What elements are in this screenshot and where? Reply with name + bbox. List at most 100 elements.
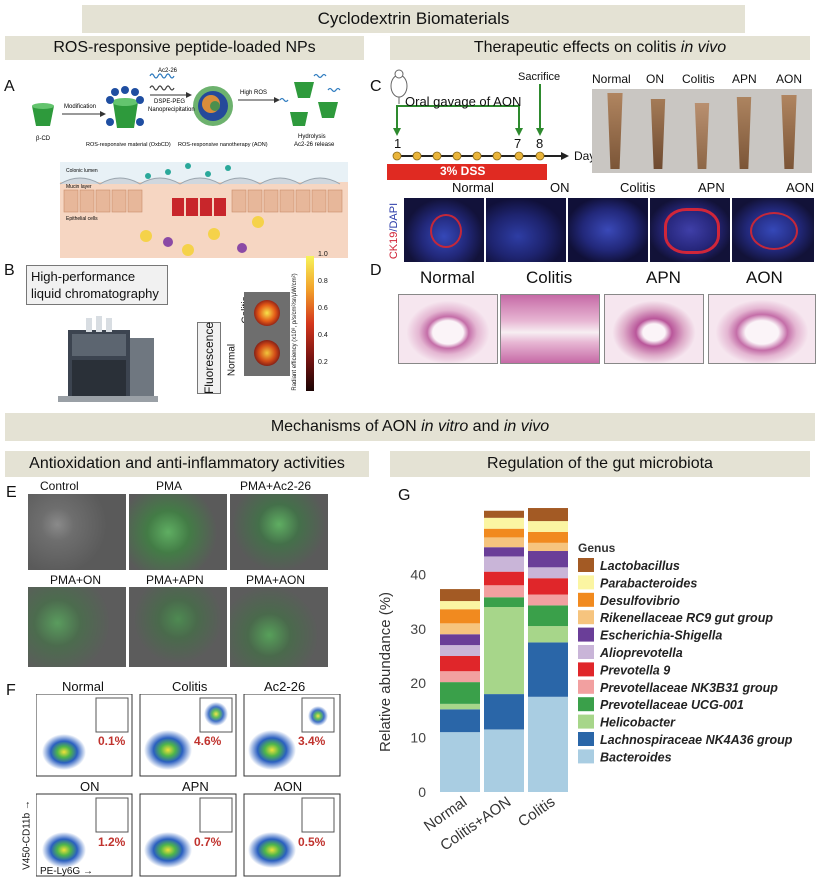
bar-segment-2-3 (528, 605, 568, 627)
histology-image-aon (708, 294, 816, 364)
day-axis-label: Day (574, 149, 596, 163)
cell-image-pma-apn (129, 587, 227, 667)
label-mucin-layer: Mucin layer (66, 184, 92, 190)
bar-segment-2-1 (528, 642, 568, 697)
panel-label-f: F (6, 682, 16, 699)
histo-label-colitis: Colitis (526, 268, 573, 287)
bar-segment-2-6 (528, 567, 568, 579)
stain-label-on: ON (550, 180, 570, 195)
cell-label-pma-ac2-26: PMA+Ac2-26 (240, 479, 312, 493)
panel-label-a: A (4, 78, 15, 95)
colon-photo-strip (592, 89, 812, 173)
flow-cytometry-plots (36, 694, 341, 877)
bar-segment-0-3 (440, 682, 480, 704)
colorbar-tick-04: 0.4 (318, 332, 328, 339)
stain-image-apn (650, 198, 730, 262)
bar-segment-1-2 (484, 607, 524, 695)
mechanisms-band: Mechanisms of AON in vitro and in vivo (5, 413, 815, 441)
flow-label-colitis: Colitis (172, 679, 208, 694)
legend-swatch (578, 749, 594, 764)
flow-yaxis-label: V450-CD11b → (21, 800, 33, 870)
day-1-label: 1 (394, 136, 402, 151)
dss-bar-label: 3% DSS (440, 164, 486, 178)
flow-percent-normal: 0.1% (98, 734, 126, 748)
panel-label-b: B (4, 262, 15, 279)
label-beta-cd: β-CD (36, 136, 51, 142)
label-hydrolysis: Hydrolysis (298, 134, 326, 140)
stain-image-normal (404, 198, 484, 262)
bar-segment-1-5 (484, 571, 524, 586)
stain-label-apn: APN (698, 180, 725, 195)
colon-label-aon: AON (776, 72, 803, 86)
flow-xaxis-label: PE-Ly6G → (40, 866, 93, 877)
cell-image-control (28, 494, 126, 570)
flow-label-normal: Normal (62, 679, 104, 694)
panel-label-e: E (6, 484, 17, 501)
figure-title: Cyclodextrin Biomaterials (82, 5, 745, 33)
bar-segment-0-4 (440, 671, 480, 683)
legend-label: Alioprevotella (599, 646, 683, 660)
section-header-therapeutic: Therapeutic effects on colitis in vivo (390, 36, 810, 60)
hplc-label: High-performance liquid chromatography (26, 265, 168, 305)
section-header-nps: ROS-responsive peptide-loaded NPs (5, 36, 364, 60)
legend-swatch (578, 697, 594, 712)
stain-label-colitis: Colitis (620, 180, 656, 195)
fluorescence-label: Fluorescence (197, 322, 221, 394)
bar-segment-0-2 (440, 703, 480, 710)
colon-label-on: ON (646, 72, 664, 86)
legend-swatch (578, 732, 594, 746)
legend-label: Prevotella 9 (600, 663, 670, 677)
bar-segment-1-3 (484, 597, 524, 608)
bar-segment-0-0 (440, 732, 480, 792)
y-axis-label: Relative abundance (%) (377, 592, 394, 752)
legend-swatch (578, 558, 594, 572)
bar-segment-1-11 (484, 510, 524, 518)
flow-percent-on: 1.2% (98, 835, 126, 849)
bar-segment-2-2 (528, 626, 568, 643)
colorbar-label: Radiant efficiency (x10⁸, p/s/cm²/sr/μW/… (292, 273, 298, 391)
bar-segment-0-11 (440, 589, 480, 602)
cell-image-pma (129, 494, 227, 570)
colorbar-tick-10: 1.0 (318, 251, 328, 258)
bar-segment-1-9 (484, 528, 524, 538)
flow-label-aon: AON (274, 779, 303, 794)
legend-swatch (578, 662, 594, 677)
bar-segment-1-4 (484, 585, 524, 598)
cell-image-pma-ac2-26 (230, 494, 328, 570)
colorbar-tick-08: 0.8 (318, 278, 328, 285)
bar-segment-2-9 (528, 531, 568, 543)
bar-segment-0-5 (440, 656, 480, 672)
cell-image-pma-aon (230, 587, 328, 667)
y-tick-label: 30 (410, 621, 426, 637)
label-dspe-peg: DSPE-PEG (154, 99, 185, 105)
stain-label-normal: Normal (452, 180, 494, 195)
bar-segment-0-7 (440, 634, 480, 646)
bar-segment-2-11 (528, 508, 568, 522)
cell-label-control: Control (40, 479, 79, 493)
legend-swatch (578, 679, 594, 694)
bar-segment-0-6 (440, 645, 480, 656)
flow-percent-aon: 0.5% (298, 835, 326, 849)
bar-segment-1-0 (484, 729, 524, 792)
legend-label: Bacteroides (600, 750, 672, 764)
y-tick-label: 20 (410, 675, 426, 691)
x-category-label: Colitis (515, 793, 558, 830)
bar-segment-2-5 (528, 578, 568, 595)
label-aon: ROS-responsive nanotherapy (AON) (178, 142, 268, 148)
stain-label-aon: AON (786, 180, 815, 195)
legend-label: Helicobacter (600, 716, 676, 730)
label-ac2-26: Ac2-26 (158, 68, 178, 74)
bar-segment-2-10 (528, 521, 568, 532)
legend-swatch (578, 714, 594, 729)
flow-percent-ac2-26: 3.4% (298, 734, 326, 748)
stain-image-aon (732, 198, 814, 262)
bar-segment-2-0 (528, 696, 568, 792)
histology-image-colitis (500, 294, 600, 364)
panel-label-c: C (370, 78, 382, 95)
legend-label: Desulfovibrio (600, 594, 680, 608)
bar-segment-0-1 (440, 709, 480, 733)
flow-label-on: ON (80, 779, 100, 794)
label-colonic-lumen: Colonic lumen (66, 168, 98, 174)
legend-label: Prevotellaceae NK3B31 group (600, 681, 778, 695)
